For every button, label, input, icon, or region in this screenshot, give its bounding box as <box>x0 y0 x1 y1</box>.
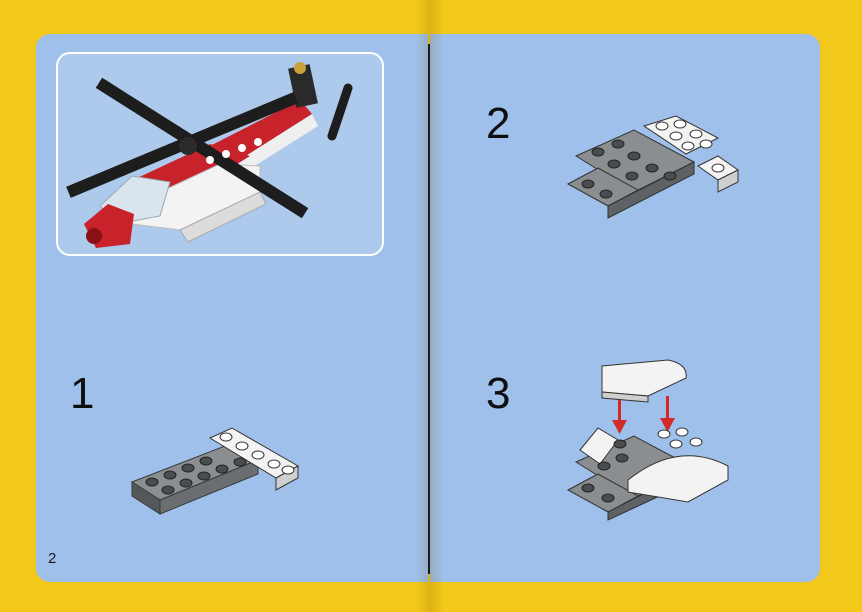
gray-studs <box>581 439 629 503</box>
white-studs <box>655 119 725 173</box>
stud <box>222 150 230 158</box>
step-3-number: 3 <box>486 369 511 418</box>
helicopter-nose-light <box>86 228 102 244</box>
helicopter-tail-knob <box>294 62 306 74</box>
page-number: 2 <box>48 550 57 567</box>
gray-studs <box>581 139 677 199</box>
tail-rotor-blade <box>327 83 353 141</box>
white-studs <box>657 427 703 449</box>
white-studs <box>219 432 295 475</box>
white-slope-piece <box>601 359 687 397</box>
gray-plate-bottom <box>566 473 640 513</box>
gray-plate-bottom <box>566 167 640 207</box>
step-3-illustration <box>566 359 729 521</box>
stud <box>238 144 246 152</box>
step-1-illustration <box>130 427 300 515</box>
spine-shadow <box>416 0 444 612</box>
white-plate-front <box>717 169 739 193</box>
helicopter-tail-white <box>230 114 318 174</box>
placement-arrows <box>612 396 675 434</box>
helicopter-tail-cap <box>288 64 318 108</box>
gray-plate-front <box>159 459 259 515</box>
step-2-illustration <box>566 115 739 219</box>
helicopter-skid <box>179 191 267 243</box>
gray-studs <box>145 456 247 495</box>
main-rotor-blade-a <box>95 77 309 219</box>
white-slope-shadow <box>601 391 649 403</box>
white-slope-right <box>627 455 729 503</box>
step-2-number: 2 <box>486 99 511 148</box>
stud <box>206 156 214 164</box>
step-1-number: 1 <box>70 369 95 418</box>
helicopter-tail-red <box>210 100 312 166</box>
page-divider <box>428 44 430 574</box>
stud <box>254 138 262 146</box>
helicopter-illustration <box>66 62 353 248</box>
main-rotor-hub <box>179 137 197 155</box>
